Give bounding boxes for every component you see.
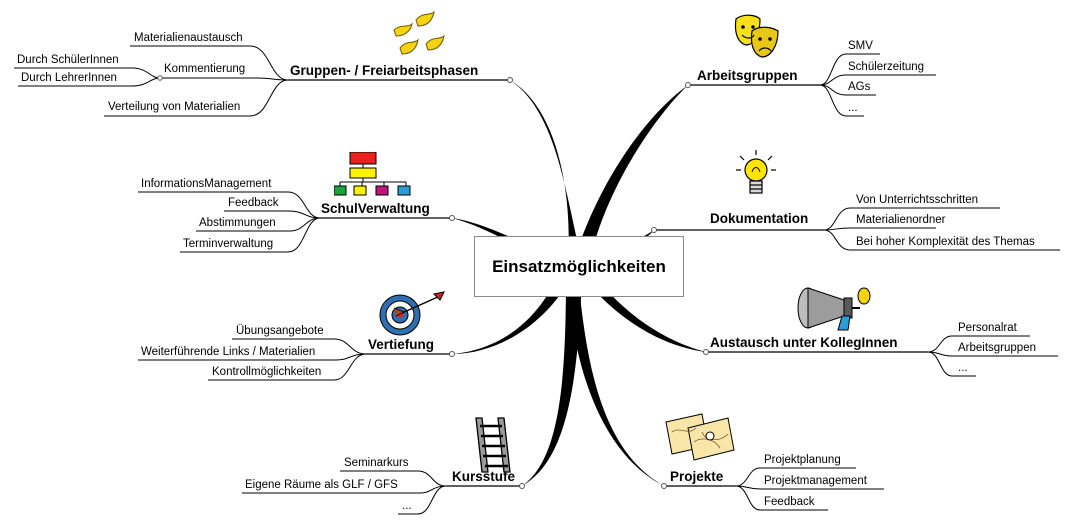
subtopic-durch-lehrerinnen[interactable]: Durch LehrerInnen: [21, 72, 117, 84]
subtopic-kommentierung[interactable]: Kommentierung: [164, 63, 246, 75]
topic-projekte[interactable]: Projekte: [670, 469, 724, 484]
megaphone-icon: [797, 287, 871, 331]
ladder-icon: [475, 417, 511, 473]
subtopic-projektplanung[interactable]: Projektplanung: [764, 454, 841, 466]
subtopic-terminverwaltung[interactable]: Terminverwaltung: [183, 238, 274, 250]
theater-masks-icon: [734, 14, 779, 58]
maps-icon: [665, 413, 735, 461]
topic-dokumentation[interactable]: Dokumentation: [710, 211, 809, 226]
subtopic-materialienaustausch[interactable]: Materialienaustausch: [134, 32, 243, 44]
topic-austausch[interactable]: Austausch unter KollegInnen: [710, 335, 898, 350]
target-icon: [379, 291, 445, 336]
topic-schulverwaltung[interactable]: SchulVerwaltung: [321, 201, 430, 216]
subtopic-verteilung[interactable]: Verteilung von Materialien: [108, 101, 241, 113]
subtopic-projekte-feedback[interactable]: Feedback: [764, 496, 815, 508]
birds-icon: [393, 10, 445, 55]
subtopic-ags[interactable]: AGs: [848, 81, 871, 93]
subtopic-uebungsangebote[interactable]: Übungsangebote: [236, 325, 324, 337]
central-topic[interactable]: Einsatzmöglichkeiten: [474, 236, 684, 297]
subtopic-kontrollmoeglichkeiten[interactable]: Kontrollmöglichkeiten: [212, 366, 322, 378]
subtopic-hohe-komplexitaet[interactable]: Bei hoher Komplexität des Themas: [856, 236, 1035, 248]
subtopic-weiterfuehrende-links[interactable]: Weiterführende Links / Materialien: [141, 346, 316, 358]
subtopic-schuelerzeitung[interactable]: Schülerzeitung: [848, 61, 925, 73]
topic-vertiefung[interactable]: Vertiefung: [368, 337, 435, 352]
topic-gruppen[interactable]: Gruppen- / Freiarbeitsphasen: [290, 63, 479, 78]
subtopic-personalrat[interactable]: Personalrat: [958, 322, 1017, 334]
topic-arbeitsgruppen[interactable]: Arbeitsgruppen: [697, 68, 798, 83]
central-topic-label: Einsatzmöglichkeiten: [492, 256, 666, 276]
topic-kursstufe[interactable]: Kursstufe: [452, 469, 516, 484]
subtopic-feedback[interactable]: Feedback: [228, 197, 279, 209]
subtopic-austausch-more[interactable]: ...: [958, 362, 968, 374]
lightbulb-icon: [736, 150, 776, 194]
branch-projekte: [568, 276, 664, 486]
subtopic-projektmanagement[interactable]: Projektmanagement: [764, 475, 867, 487]
subtopic-materialienordner[interactable]: Materialienordner: [856, 214, 946, 226]
branch-gruppen: [510, 80, 582, 260]
subtopic-abstimmungen[interactable]: Abstimmungen: [199, 217, 276, 229]
subtopic-seminarkurs[interactable]: Seminarkurs: [344, 457, 409, 469]
subtopic-informationsmanagement[interactable]: InformationsManagement: [141, 178, 272, 190]
subtopic-durch-schuelerinnen[interactable]: Durch SchülerInnen: [17, 54, 119, 66]
org-chart-icon: [334, 152, 411, 196]
subtopic-arbeitsgruppen-more[interactable]: ...: [848, 102, 858, 114]
branch-kursstufe: [522, 276, 582, 486]
subtopic-unterrichtsschritte[interactable]: Von Unterrichtsschritten: [856, 194, 979, 206]
subtopic-arbeitsgruppen-austausch[interactable]: Arbeitsgruppen: [958, 342, 1036, 354]
subtopic-smv[interactable]: SMV: [848, 40, 873, 52]
subtopic-kursstufe-more[interactable]: ...: [402, 500, 412, 512]
branch-arbeitsgruppen: [574, 85, 688, 260]
subtopic-eigene-raeume[interactable]: Eigene Räume als GLF / GFS: [245, 479, 398, 491]
